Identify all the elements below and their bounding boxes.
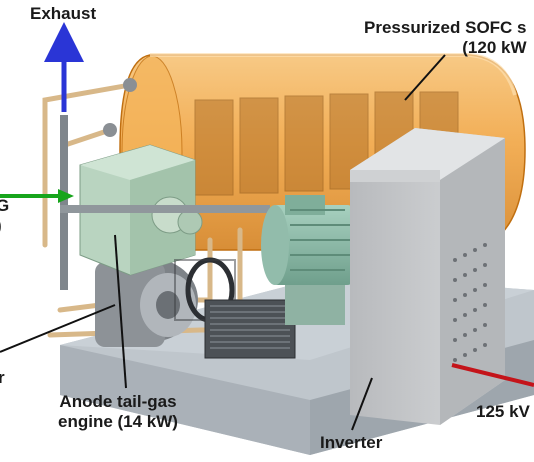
sofc-stack-label: Pressurized SOFC s (120 kW (364, 18, 527, 58)
power-output-arrow (451, 363, 534, 387)
inverter-cabinet (350, 128, 505, 425)
motor (261, 195, 355, 325)
pipe-flanges (103, 78, 137, 137)
power-output-label: 125 kV (476, 402, 530, 421)
fuel-inlet-arrow (0, 189, 74, 203)
exhaust-label: Exhaust (30, 4, 97, 23)
tail-gas-engine (60, 144, 270, 276)
inverter-label: Inverter (320, 433, 383, 452)
leader-lines (0, 54, 446, 431)
exhaust-stack (44, 22, 84, 290)
radiator (204, 299, 296, 359)
fuel-label-fragment: G ) (0, 196, 10, 235)
anode-engine-label: Anode tail-gas engine (14 kW) (58, 392, 178, 432)
generator-label-fragment: r (0, 368, 5, 387)
